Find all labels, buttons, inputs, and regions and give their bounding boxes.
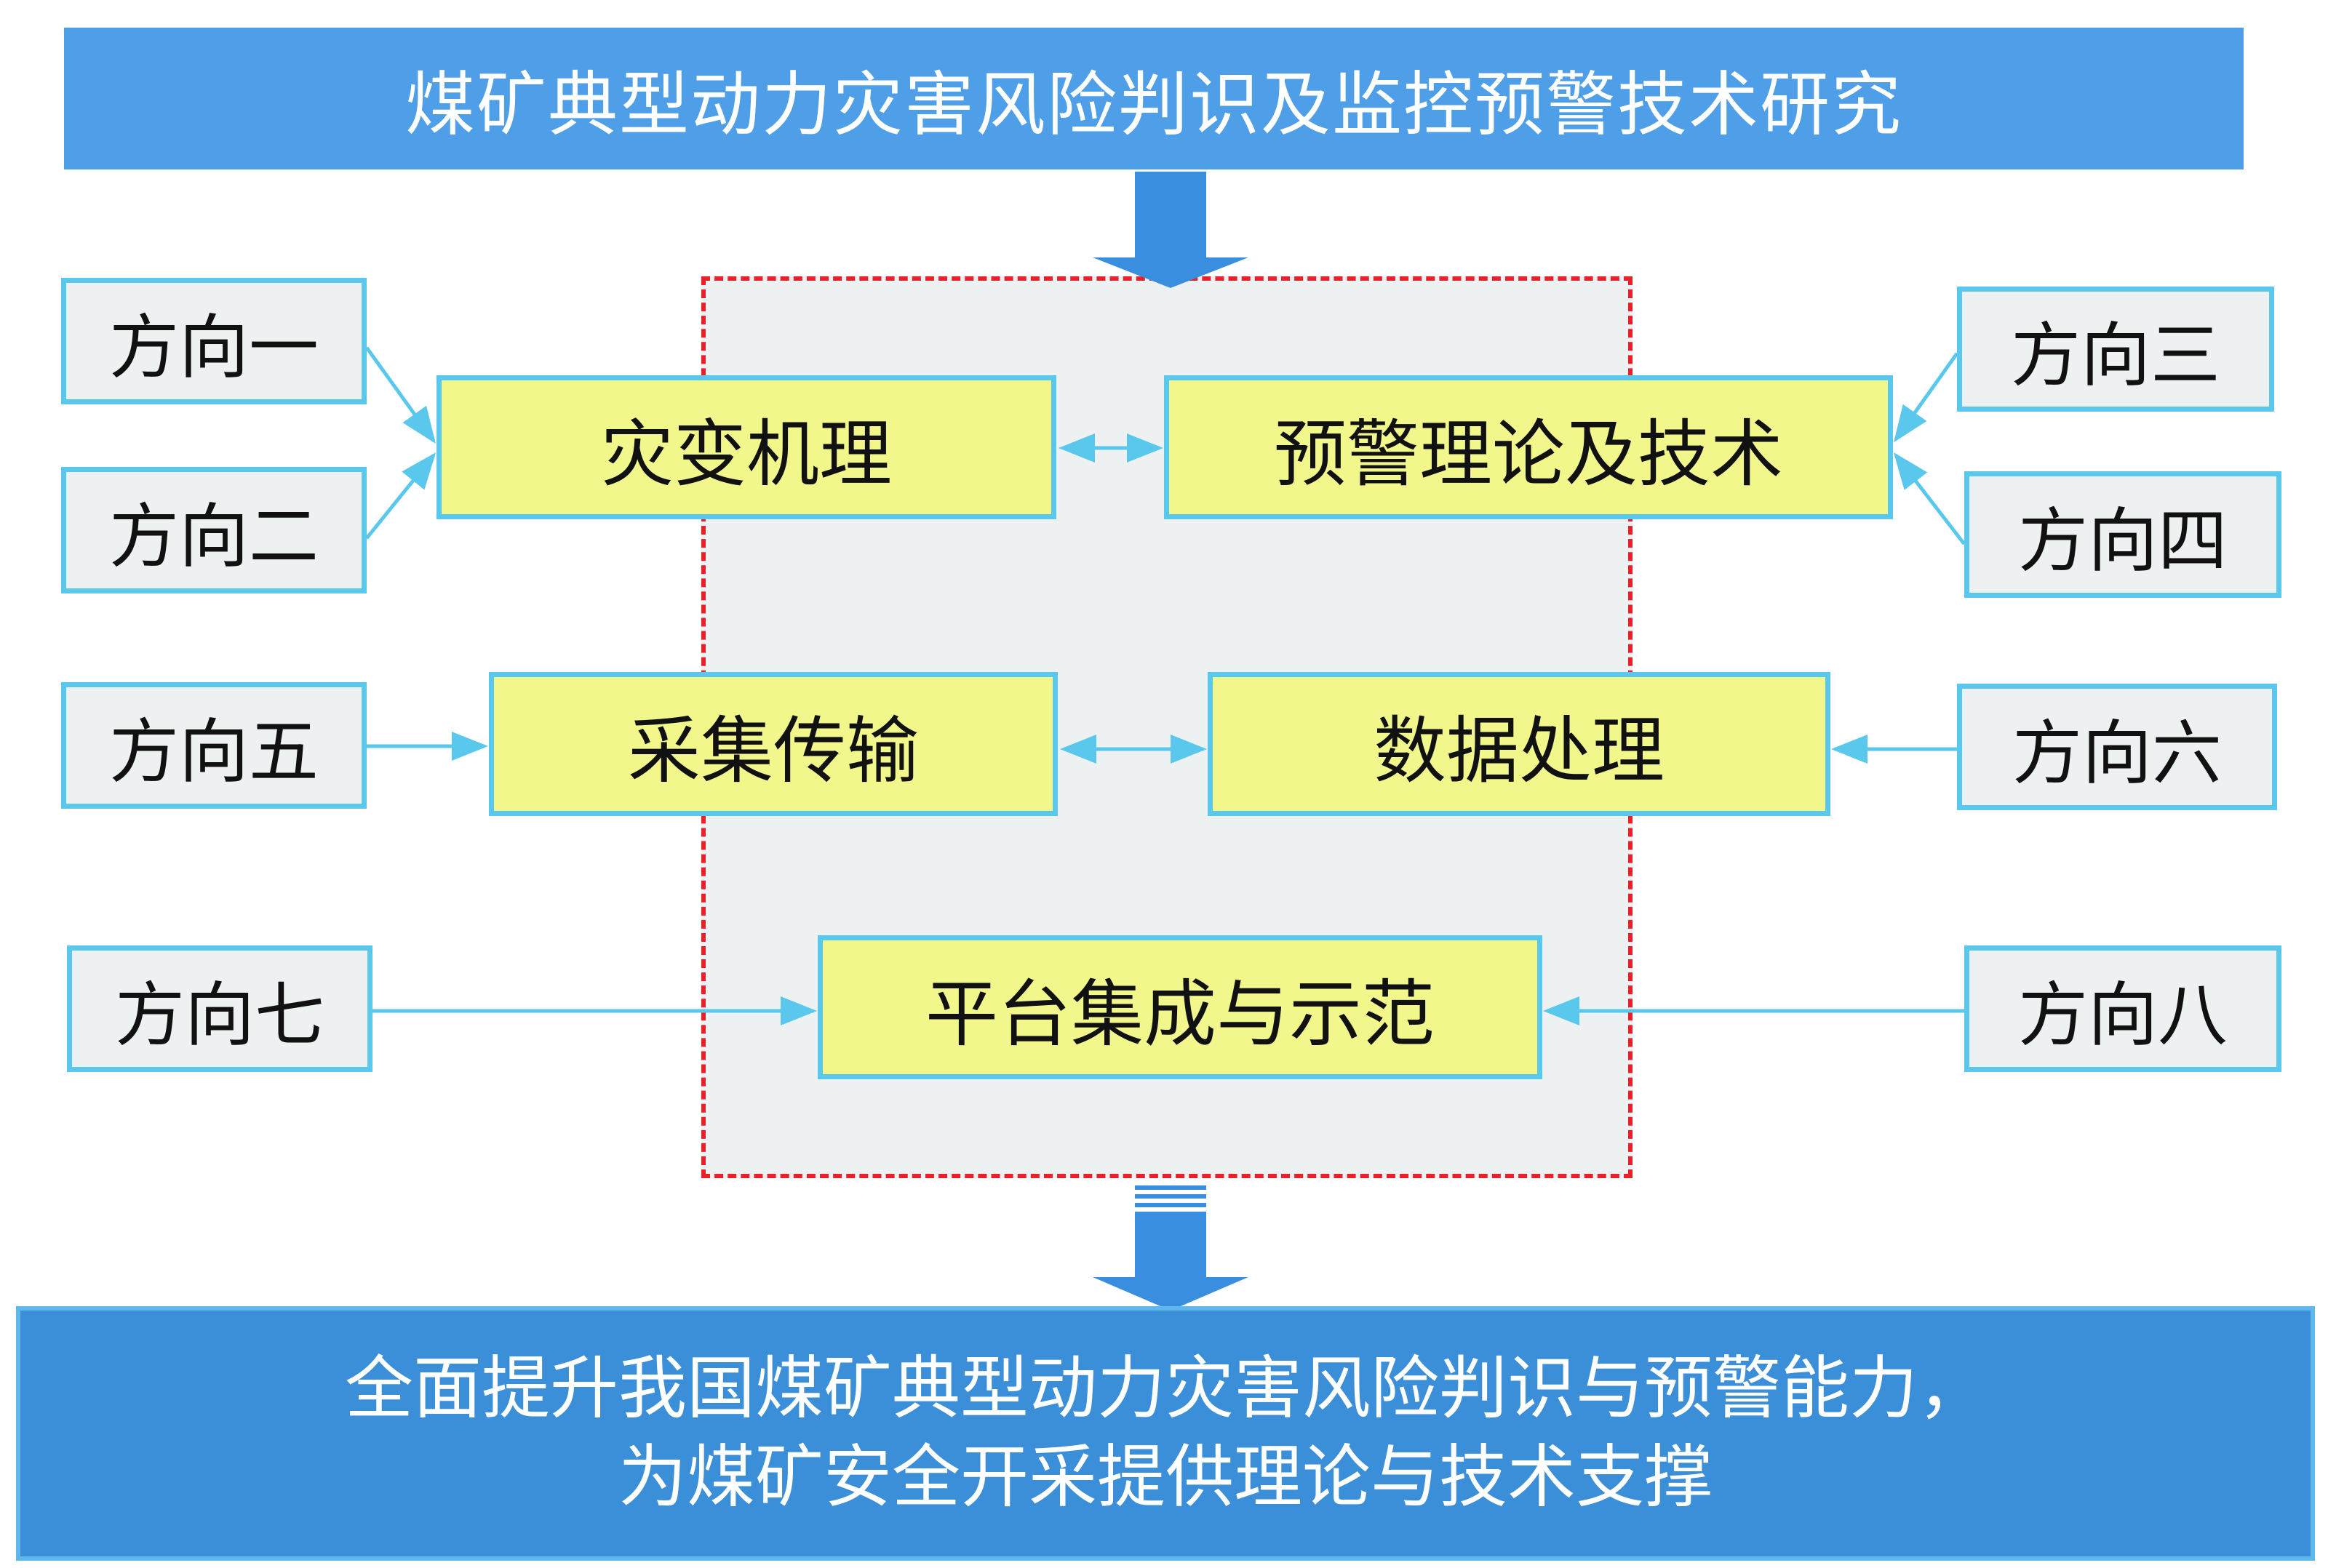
topic-early-warning-theory-label: 预警理论及技术 (1274, 411, 1783, 497)
direction-8-box: 方向八 (1964, 945, 2281, 1072)
direction-4-box: 方向四 (1964, 471, 2281, 598)
title-text: 煤矿典型动力灾害风险判识及监控预警技术研究 (405, 64, 1902, 145)
topic-early-warning-theory: 预警理论及技术 (1164, 375, 1893, 519)
topic-disaster-mechanism: 灾变机理 (436, 375, 1056, 519)
direction-3-label: 方向三 (2011, 314, 2220, 396)
direction-7-label: 方向七 (115, 974, 324, 1056)
topic-disaster-mechanism-label: 灾变机理 (601, 411, 892, 497)
goal-line-1: 全面提升我国煤矿典型动力灾害风险判识与预警能力， (344, 1348, 1986, 1428)
topic-platform-integration-label: 平台集成与示范 (925, 971, 1435, 1057)
connector-d4 (1893, 452, 1966, 545)
direction-4-label: 方向四 (2018, 500, 2228, 582)
direction-6-label: 方向六 (2012, 712, 2222, 794)
goal-banner: 全面提升我国煤矿典型动力灾害风险判识与预警能力， 为煤矿安全开采提供理论与技术支… (16, 1306, 2315, 1561)
direction-5-box: 方向五 (61, 682, 367, 809)
down-arrow-bottom (1093, 1185, 1248, 1311)
title-banner: 煤矿典型动力灾害风险判识及监控预警技术研究 (64, 28, 2244, 169)
connector-d2 (365, 452, 436, 540)
direction-1-label: 方向一 (109, 306, 319, 388)
direction-2-box: 方向二 (61, 467, 367, 593)
direction-7-box: 方向七 (67, 945, 372, 1072)
connector-d1 (364, 346, 436, 444)
topic-data-processing-label: 数据处理 (1374, 708, 1665, 793)
direction-5-label: 方向五 (109, 711, 319, 793)
direction-2-label: 方向二 (109, 495, 319, 577)
down-arrow-top (1093, 172, 1248, 288)
goal-line-2: 为煤矿安全开采提供理论与技术支撑 (618, 1438, 1713, 1517)
connector-d3 (1894, 352, 1959, 443)
direction-3-box: 方向三 (1957, 287, 2274, 412)
topic-acquisition-transmission-label: 采集传输 (628, 708, 919, 793)
direction-6-box: 方向六 (1957, 684, 2277, 810)
topic-acquisition-transmission: 采集传输 (489, 672, 1058, 816)
direction-8-label: 方向八 (2018, 974, 2228, 1056)
topic-platform-integration: 平台集成与示范 (818, 935, 1542, 1079)
direction-1-box: 方向一 (61, 278, 367, 404)
topic-data-processing: 数据处理 (1208, 672, 1830, 816)
